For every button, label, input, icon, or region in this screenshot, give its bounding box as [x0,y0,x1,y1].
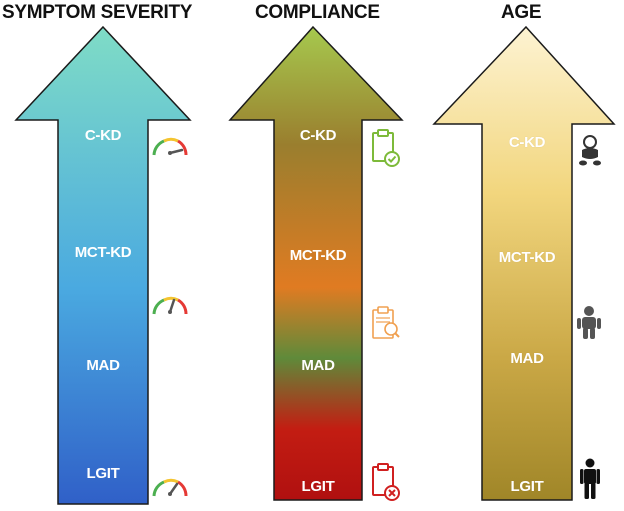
level-label-mad: MAD [301,357,335,374]
clipboard-search-icon [372,306,400,339]
gauge-low-icon [152,478,188,497]
level-label-mct-kd: MCT-KD [289,247,347,264]
level-label-mct-kd: MCT-KD [498,249,556,266]
level-label-c-kd: C-KD [508,134,546,151]
gauge-medium-icon [152,296,188,315]
panel-title: COMPLIANCE [255,2,380,23]
level-label-lgit: LGIT [510,478,544,495]
level-label-c-kd: C-KD [84,127,122,144]
level-label-lgit: LGIT [86,465,120,482]
panel-symptom-severity: SYMPTOM SEVERITY C-KD MCT-KD MAD LGIT [0,0,210,511]
level-label-mad: MAD [86,357,120,374]
child-icon [577,306,601,339]
panel-age: AGE C-KD MCT-KD MAD LGIT [420,0,624,511]
level-label-c-kd: C-KD [299,127,337,144]
level-label-lgit: LGIT [301,478,335,495]
level-label-mct-kd: MCT-KD [74,244,132,261]
baby-icon [579,135,601,166]
symptom-severity-arrow [14,25,192,505]
adult-icon [580,458,600,499]
age-arrow [432,25,616,501]
panel-title: SYMPTOM SEVERITY [2,2,193,23]
clipboard-check-icon [372,129,400,167]
level-label-mad: MAD [510,350,544,367]
panel-title: AGE [501,2,542,23]
compliance-arrow [228,25,404,501]
clipboard-x-icon [372,463,400,501]
gauge-high-icon [152,137,188,156]
panel-compliance: COMPLIANCE C-KD MCT-KD MAD LGIT [212,0,412,511]
